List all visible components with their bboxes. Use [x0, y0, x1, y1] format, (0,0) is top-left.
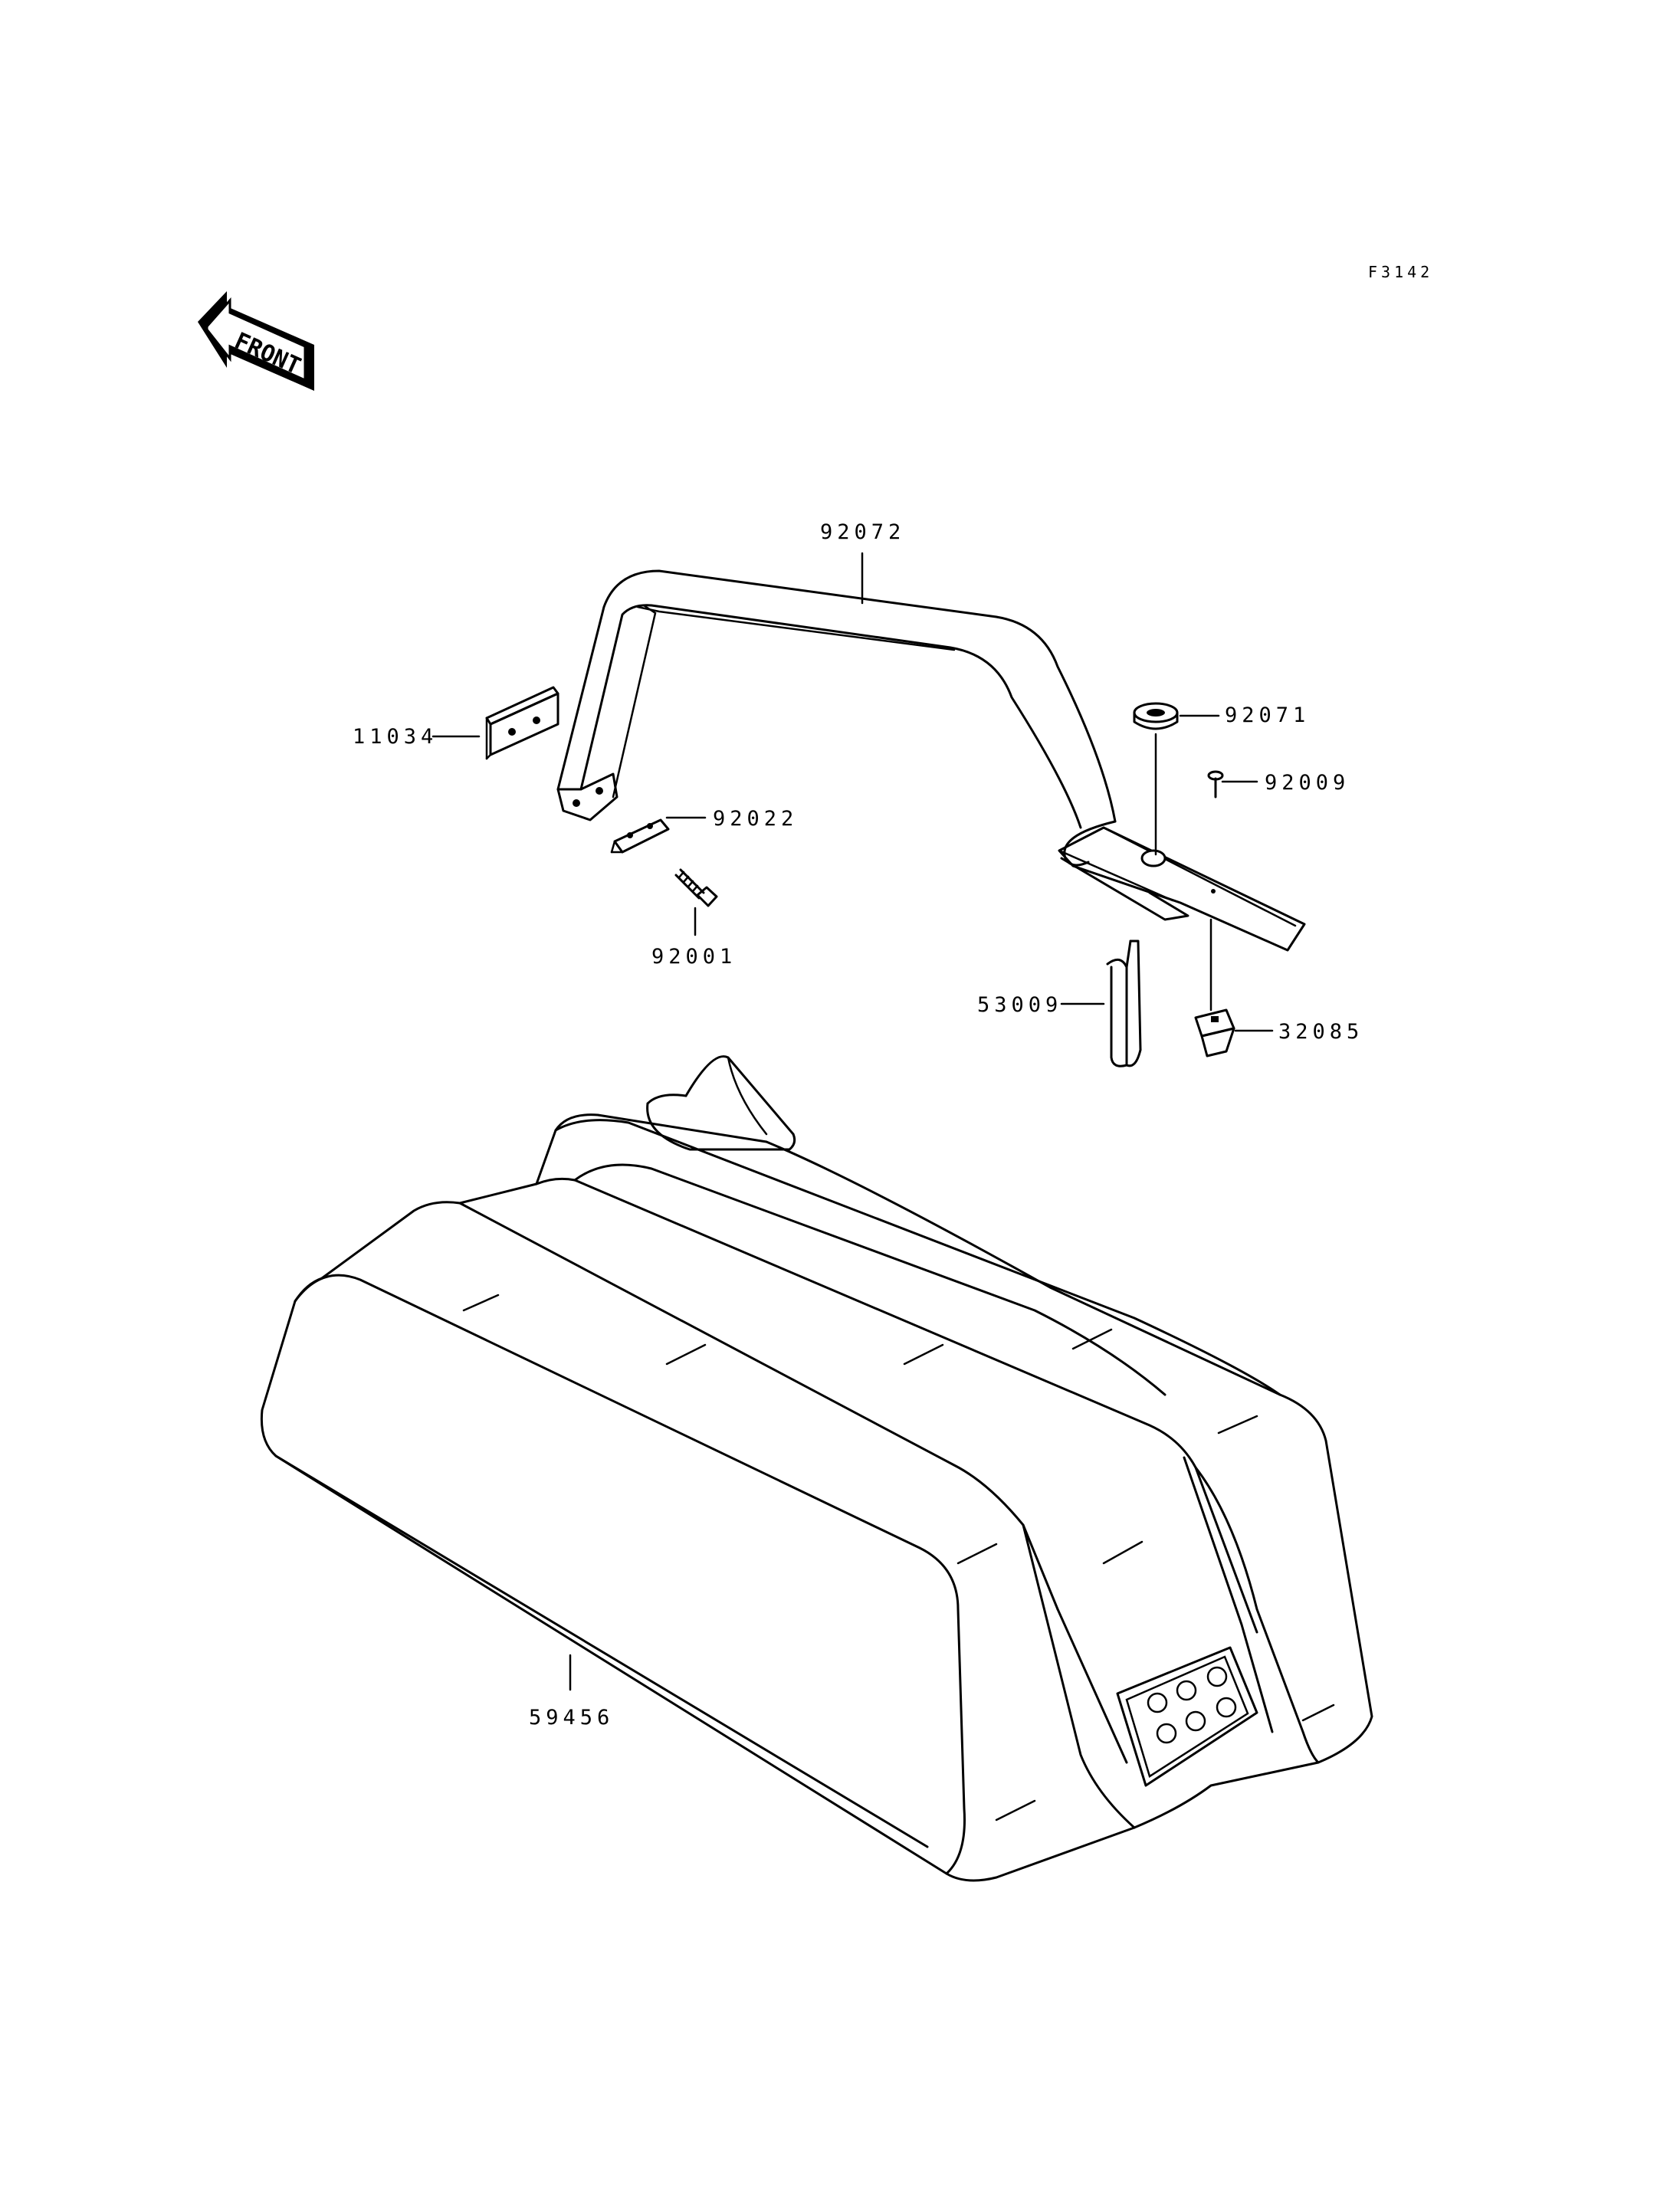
cap-part: [1194, 1008, 1235, 1058]
part-label-92071: 92071: [1225, 703, 1310, 727]
clip-part: [1106, 939, 1142, 1067]
plate-part: [610, 818, 670, 854]
part-label-32085: 32085: [1278, 1020, 1363, 1044]
figure-code: F3142: [1368, 263, 1433, 281]
part-label-53009: 53009: [977, 993, 1062, 1017]
part-label-92022: 92022: [713, 807, 798, 831]
pad-part: [485, 686, 559, 760]
part-label-92001: 92001: [651, 945, 737, 969]
leader-lines: [431, 552, 1274, 1691]
grommet-part: [1133, 702, 1179, 730]
bolt-part: [674, 868, 718, 907]
part-label-11034: 11034: [353, 725, 438, 749]
seat-part: [260, 1055, 1373, 1882]
part-label-92009: 92009: [1265, 771, 1350, 795]
handle-bar-part: [556, 569, 1306, 952]
part-label-92072: 92072: [820, 520, 905, 544]
front-arrow-icon: FRONT: [198, 291, 314, 391]
part-label-59456: 59456: [529, 1706, 614, 1730]
screw-part: [1207, 770, 1224, 798]
